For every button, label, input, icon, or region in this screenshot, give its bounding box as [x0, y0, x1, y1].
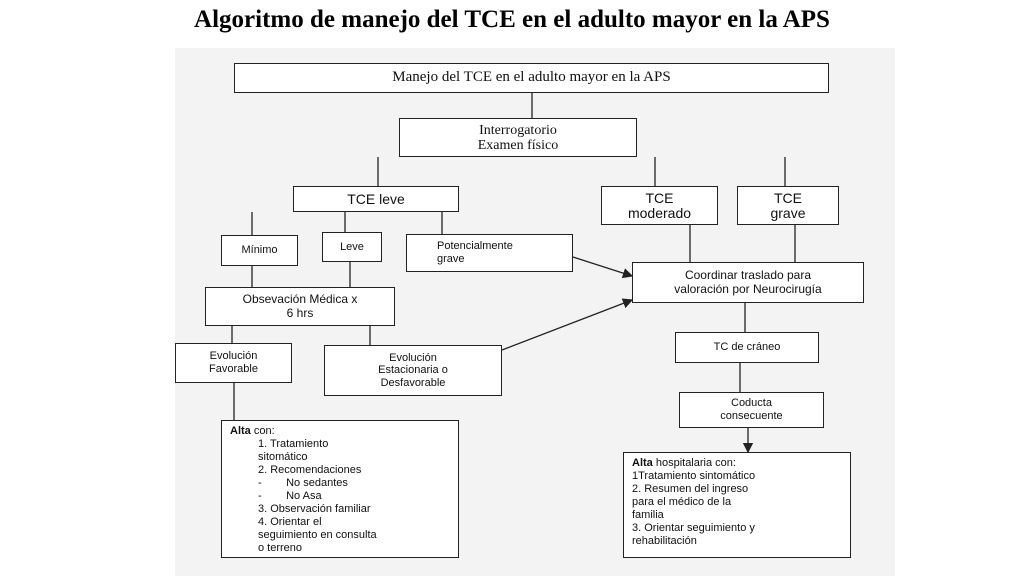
interrogatorio-box: Interrogatorio Examen físico	[399, 118, 637, 157]
tce-leve-label: TCE leve	[347, 190, 405, 207]
evolucion-favorable-label-2: Favorable	[209, 363, 258, 375]
alta-hospitalaria-line: 3. Orientar seguimiento y	[632, 521, 755, 534]
header-label: Manejo del TCE en el adulto mayor en la …	[392, 69, 671, 86]
tc-craneo-box: TC de cráneo	[675, 332, 819, 363]
leve-label: Leve	[340, 240, 364, 253]
potencialmente-grave-box: Potencialmente grave	[406, 234, 573, 272]
alta-line: sitomático	[258, 450, 308, 463]
tce-leve-box: TCE leve	[293, 186, 459, 212]
tce-grave-label-2: grave	[770, 204, 806, 221]
alta-line: 3. Observación familiar	[258, 502, 371, 515]
potencialmente-label: Potencialmente	[437, 240, 513, 253]
alta-hospitalaria-line: para el médico de la	[632, 495, 732, 508]
grave-label: grave	[437, 253, 465, 265]
alta-hospitalaria-line: familia	[632, 508, 664, 521]
alta-hospitalaria-box: Alta hospitalaria con: 1Tratamiento sint…	[623, 452, 851, 558]
conducta-box: Coducta consecuente	[679, 392, 824, 428]
alta-bold: Alta	[230, 425, 251, 437]
tce-grave-label-1: TCE	[774, 189, 802, 206]
examen-fisico-label: Examen físico	[477, 137, 559, 153]
leve-box: Leve	[322, 232, 382, 262]
coordinar-traslado-box: Coordinar traslado para valoración por N…	[632, 262, 864, 303]
evolucion-desfavorable-box: Evolución Estacionaria o Desfavorable	[324, 345, 502, 396]
alta-heading: Alta con:	[230, 425, 275, 438]
evolucion-favorable-label-1: Evolución	[209, 350, 258, 363]
tc-craneo-label: TC de cráneo	[713, 341, 781, 354]
alta-hospitalaria-line: 1Tratamiento sintomático	[632, 469, 756, 482]
page-title: Algoritmo de manejo del TCE en el adulto…	[194, 6, 830, 33]
alta-line: 4. Orientar el	[258, 515, 322, 528]
alta-line: 2. Recomendaciones	[258, 463, 362, 476]
observacion-label-2: 6 hrs	[286, 305, 314, 320]
minimo-box: Mínimo	[221, 235, 298, 266]
evolucion-desfavorable-label-3: Desfavorable	[380, 376, 446, 389]
alta-line: - No sedantes	[258, 476, 348, 489]
conducta-label-2: consecuente	[720, 410, 783, 422]
minimo-label: Mínimo	[241, 244, 278, 257]
tce-moderado-label-2: moderado	[627, 204, 692, 221]
evolucion-desfavorable-label-1: Evolución	[389, 352, 437, 365]
interrogatorio-label: Interrogatorio	[479, 122, 557, 138]
tce-grave-box: TCE grave	[737, 186, 839, 225]
tce-moderado-label-1: TCE	[645, 189, 674, 206]
alta-line: seguimiento en consulta	[258, 528, 377, 541]
evolucion-favorable-box: Evolución Favorable	[175, 343, 292, 383]
conducta-label-1: Coducta	[731, 397, 772, 410]
observacion-label-1: Obsevación Médica x	[242, 291, 358, 306]
alta-hospitalaria-bold: Alta	[632, 457, 653, 469]
tce-moderado-box: TCE moderado	[601, 186, 718, 225]
coordinar-label-1: Coordinar traslado para	[684, 267, 812, 282]
alta-heading-rest: con:	[250, 425, 275, 437]
alta-hospitalaria-line: rehabilitación	[632, 534, 697, 547]
alta-box: Alta con: 1. Tratamiento sitomático 2. R…	[221, 420, 459, 558]
alta-hospitalaria-heading: Alta hospitalaria con:	[632, 457, 736, 470]
coordinar-label-2: valoración por Neurocirugía	[674, 281, 822, 296]
alta-line: o terreno	[258, 541, 303, 554]
alta-line: - No Asa	[258, 489, 322, 502]
header-box: Manejo del TCE en el adulto mayor en la …	[234, 63, 829, 93]
observacion-box: Obsevación Médica x 6 hrs	[205, 287, 395, 326]
alta-hospitalaria-heading-rest: hospitalaria con:	[652, 457, 736, 469]
alta-hospitalaria-line: 2. Resumen del ingreso	[632, 482, 749, 495]
evolucion-desfavorable-label-2: Estacionaria o	[378, 364, 448, 377]
alta-line: 1. Tratamiento	[258, 437, 329, 450]
